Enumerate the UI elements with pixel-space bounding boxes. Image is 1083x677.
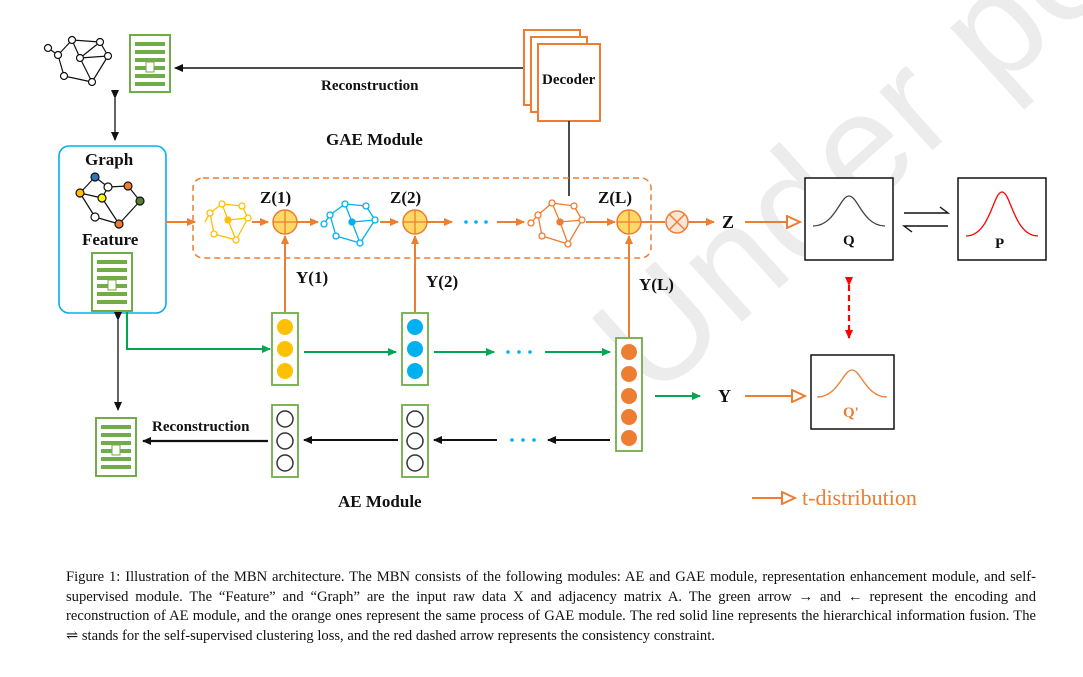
feature-label: Feature (82, 230, 139, 249)
reconstruction-top-label: Reconstruction (321, 78, 419, 94)
ae-decoder-ellipsis (510, 438, 536, 442)
reconstructed-feature-doc-icon (129, 34, 171, 93)
ae-decoder-layer-1 (271, 404, 299, 478)
clustering-loss-exchange-icon (901, 206, 951, 233)
decoder-block (523, 29, 601, 122)
q-prime-label: Q' (843, 405, 859, 421)
z1-label: Z(1) (260, 188, 292, 207)
activation-times-icon (665, 210, 689, 234)
gae-graph-orange (527, 199, 586, 248)
ae-reconstructed-doc-icon (95, 417, 137, 477)
q-prime-box (810, 354, 895, 430)
architecture-diagram (43, 29, 1047, 560)
ae-encoder-ellipsis (506, 350, 532, 354)
ae-encoder-layer-1 (271, 312, 299, 386)
reconstructed-graph-icon (43, 35, 113, 87)
gae-graph-yellow (204, 200, 252, 244)
reconstruction-bottom-label: Reconstruction (152, 419, 250, 435)
fusion-plus-1-icon (272, 209, 298, 235)
input-box (58, 145, 167, 314)
y2-label: Y(2) (426, 272, 459, 291)
q-curve (812, 195, 886, 227)
zL-label: Z(L) (598, 188, 632, 207)
gae-graph-blue (320, 200, 379, 247)
input-feature-doc-icon (91, 252, 133, 312)
q-prime-curve (816, 369, 888, 398)
gae-module-label: GAE Module (326, 130, 423, 149)
fusion-plus-L-icon (616, 209, 642, 235)
figure-caption: Figure 1: Illustration of the MBN archit… (66, 568, 1036, 646)
legend-t-dist-label: t-distribution (802, 485, 917, 510)
caption-text: Figure 1: Illustration of the MBN archit… (66, 569, 1036, 644)
z2-label: Z(2) (390, 188, 422, 207)
decoder-label: Decoder (542, 72, 596, 88)
p-curve (965, 191, 1039, 237)
feature-to-ae-arrow (126, 312, 271, 353)
graph-label: Graph (85, 150, 134, 169)
input-graph-icon (75, 172, 145, 229)
p-box (957, 177, 1047, 261)
fusion-plus-2-icon (402, 209, 428, 235)
ae-encoder-layer-L (615, 337, 643, 452)
p-label: P (995, 236, 1005, 252)
y1-label: Y(1) (296, 268, 329, 287)
q-label: Q (843, 233, 855, 249)
yL-label: Y(L) (639, 275, 674, 294)
ae-module-label: AE Module (338, 492, 422, 511)
q-box (804, 177, 894, 261)
gae-ellipsis (464, 220, 488, 224)
y-label: Y (718, 386, 731, 406)
ae-encoder-layer-2 (401, 312, 429, 386)
z-label: Z (722, 212, 735, 232)
ae-decoder-layer-2 (401, 404, 429, 478)
